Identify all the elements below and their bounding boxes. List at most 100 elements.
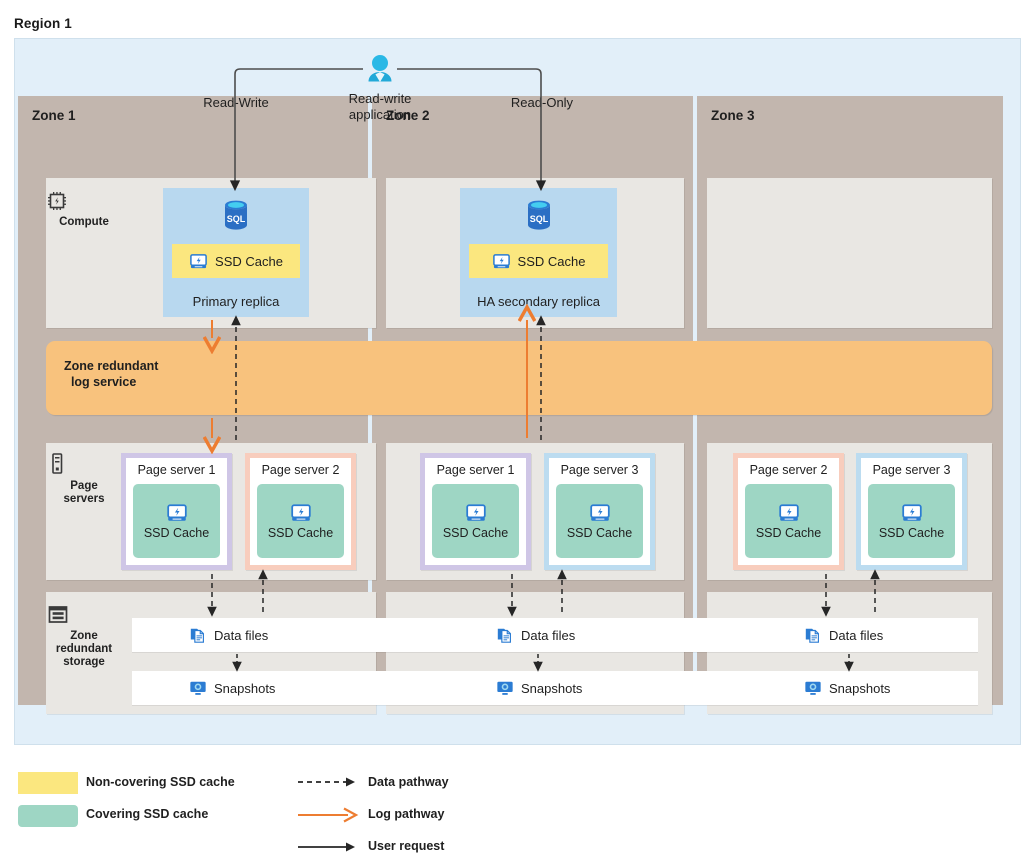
page-server-card-z2-3[interactable]: Page server 3 SSD Cache [544,453,655,570]
page-server-card-z3-2[interactable]: Page server 2 SSD Cache [733,453,844,570]
snapshots-row: Snapshots Snapshots [132,671,978,705]
legend-label-covering: Covering SSD cache [86,807,209,821]
data-files-cell-zone-1: Data files [189,626,268,644]
page-server-ssd-cache: SSD Cache [556,484,643,558]
legend-line-user [298,842,355,852]
primary-replica-cache-label: SSD Cache [215,253,283,269]
data-files-row: Data files Data files [132,618,978,652]
zone-1-label: Zone 1 [32,108,76,123]
rail-compute: Compute [46,190,122,229]
page-server-cache-label: SSD Cache [878,526,945,540]
rail-page-servers: Page servers [46,452,122,506]
storage-stack-icon [46,604,122,626]
page-server-cache-label: SSD Cache [442,526,509,540]
data-files-label: Data files [214,627,269,643]
legend-label-user-request: User request [368,839,445,853]
ssd-drive-icon [901,502,923,524]
snapshot-monitor-icon [189,679,207,697]
legend-label-log-pathway: Log pathway [368,807,445,821]
ssd-drive-icon [189,252,208,271]
snapshots-label: Snapshots [214,680,276,696]
page-server-card-z1-1[interactable]: Page server 1 SSD Cache [121,453,232,570]
page-server-card-z2-1[interactable]: Page server 1 SSD Cache [420,453,531,570]
read-write-path-label: Read-Write [203,95,269,110]
user-icon [360,52,400,92]
page-server-ssd-cache: SSD Cache [432,484,519,558]
read-only-path-label: Read-Only [510,95,574,110]
ssd-drive-icon [166,502,188,524]
app-label: Read-write application [330,91,430,123]
ssd-drive-icon [465,502,487,524]
sql-database-icon: SQL [524,196,554,236]
page-server-card-z3-3[interactable]: Page server 3 SSD Cache [856,453,967,570]
primary-replica-name: Primary replica [192,294,280,309]
snapshot-monitor-icon [804,679,822,697]
rail-page-servers-label-2: servers [63,493,105,505]
page-server-ssd-cache: SSD Cache [868,484,955,558]
legend-label-non-covering: Non-covering SSD cache [86,775,235,789]
svg-text:SQL: SQL [529,214,548,224]
cpu-chip-icon [46,190,122,212]
data-files-cell-zone-3: Data files [804,626,883,644]
legend-label-data-pathway: Data pathway [368,775,449,789]
documents-icon [804,626,822,644]
data-files-cell-zone-2: Data files [496,626,575,644]
snapshots-label: Snapshots [829,680,891,696]
page-server-cache-label: SSD Cache [143,526,210,540]
log-service-label-2: log service [70,375,137,389]
zone-redundant-log-service: Zone redundant log service [46,341,992,415]
svg-text:SQL: SQL [227,214,246,224]
legend-swatch-covering [18,805,78,827]
page-server-title: Page server 3 [872,463,951,477]
documents-icon [189,626,207,644]
page-server-card-z1-2[interactable]: Page server 2 SSD Cache [245,453,356,570]
data-files-label: Data files [521,627,576,643]
snapshots-cell-zone-1: Snapshots [189,679,275,697]
ha-secondary-replica-name: HA secondary replica [477,294,600,309]
page-server-cache-label: SSD Cache [755,526,822,540]
primary-replica-ssd-cache: SSD Cache [172,244,300,278]
rail-storage-label-1: Zone [70,630,98,642]
snapshots-label: Snapshots [521,680,583,696]
rail-storage-label-3: storage [63,656,105,668]
page-server-title: Page server 2 [261,463,340,477]
ha-secondary-replica-cache-label: SSD Cache [517,253,586,269]
page-server-title: Page server 1 [137,463,216,477]
page-server-title: Page server 3 [560,463,639,477]
ssd-drive-icon [290,502,312,524]
legend-line-log [298,807,359,823]
zone-3-label: Zone 3 [711,108,755,123]
rail-storage-label-2: redundant [55,643,113,655]
region-title: Region 1 [14,16,72,31]
snapshots-cell-zone-3: Snapshots [804,679,890,697]
page-server-ssd-cache: SSD Cache [745,484,832,558]
sql-database-icon: SQL [221,196,251,236]
rail-zone-redundant-storage: Zone redundant storage [46,604,122,669]
snapshots-cell-zone-2: Snapshots [496,679,582,697]
app-label-line-2: application [348,107,412,122]
primary-replica-card[interactable]: SQL SSD Cache Primary replica [163,188,309,317]
ssd-drive-icon [492,252,511,271]
compute-panel-zone-3 [707,178,992,328]
page-server-cache-label: SSD Cache [267,526,334,540]
legend-line-dashed [298,777,355,787]
page-server-cache-label: SSD Cache [566,526,633,540]
data-files-label: Data files [829,627,884,643]
log-service-label-1: Zone redundant [64,359,159,373]
ha-secondary-replica-card[interactable]: SQL SSD Cache HA secondary replica [460,188,617,317]
page-server-ssd-cache: SSD Cache [133,484,220,558]
page-server-title: Page server 1 [436,463,515,477]
zone-3-header: Zone 3 [697,96,1003,136]
rail-page-servers-label-1: Page [70,480,98,492]
documents-icon [496,626,514,644]
snapshot-monitor-icon [496,679,514,697]
ssd-drive-icon [778,502,800,524]
rail-compute-label: Compute [59,216,109,228]
legend-swatch-non-covering [18,772,78,794]
ssd-drive-icon [589,502,611,524]
legend: Non-covering SSD cache Covering SSD cach… [16,766,1016,862]
app-label-line-1: Read-write [348,91,412,106]
server-rack-icon [46,452,122,476]
ha-secondary-replica-ssd-cache: SSD Cache [469,244,608,278]
